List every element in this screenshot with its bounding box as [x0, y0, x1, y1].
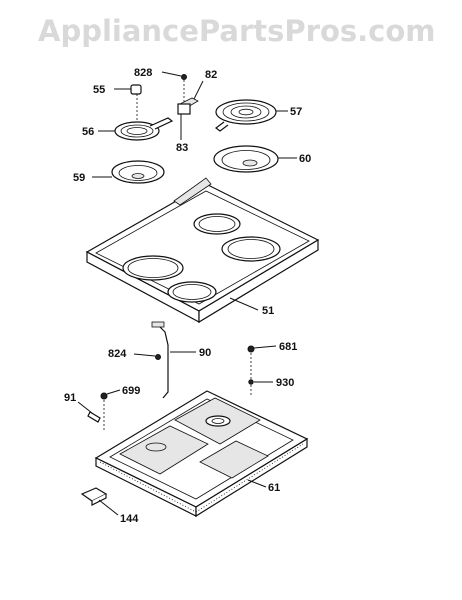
callout-930: 930 [276, 377, 294, 389]
callout-90: 90 [199, 347, 211, 359]
callout-59: 59 [73, 172, 85, 184]
part-91-clip[interactable] [77, 401, 101, 423]
part-699-screw[interactable] [100, 389, 121, 430]
part-61-burner-box[interactable] [94, 390, 309, 518]
part-56-small-element[interactable] [98, 94, 174, 141]
callout-56: 56 [82, 126, 94, 138]
part-82-switch[interactable] [177, 80, 204, 140]
part-57-large-element[interactable] [215, 99, 288, 132]
callout-82: 82 [205, 69, 217, 81]
watermark: AppliancePartsPros.com [38, 14, 436, 48]
part-144-bracket[interactable] [80, 487, 119, 516]
part-930-stud[interactable] [248, 353, 273, 396]
callout-60: 60 [299, 153, 311, 165]
callout-55: 55 [93, 84, 105, 96]
part-55-knob[interactable] [114, 84, 142, 95]
callout-61: 61 [268, 482, 280, 494]
callout-144: 144 [120, 513, 139, 525]
callout-51: 51 [262, 305, 274, 317]
callout-699: 699 [122, 385, 140, 397]
part-681-screw[interactable] [247, 345, 277, 353]
callout-681: 681 [279, 341, 297, 353]
callout-83: 83 [176, 142, 188, 154]
part-60-large-drip-pan[interactable] [213, 145, 297, 173]
callout-824: 824 [108, 348, 127, 360]
callout-828: 828 [134, 67, 152, 79]
part-59-small-drip-pan[interactable] [92, 160, 165, 184]
part-828-screw[interactable] [161, 71, 187, 80]
callout-57: 57 [290, 106, 302, 118]
part-51-cooktop[interactable] [85, 177, 320, 324]
part-824-screw[interactable] [133, 353, 161, 360]
part-90-rod[interactable] [151, 321, 196, 399]
callout-91: 91 [64, 392, 76, 404]
